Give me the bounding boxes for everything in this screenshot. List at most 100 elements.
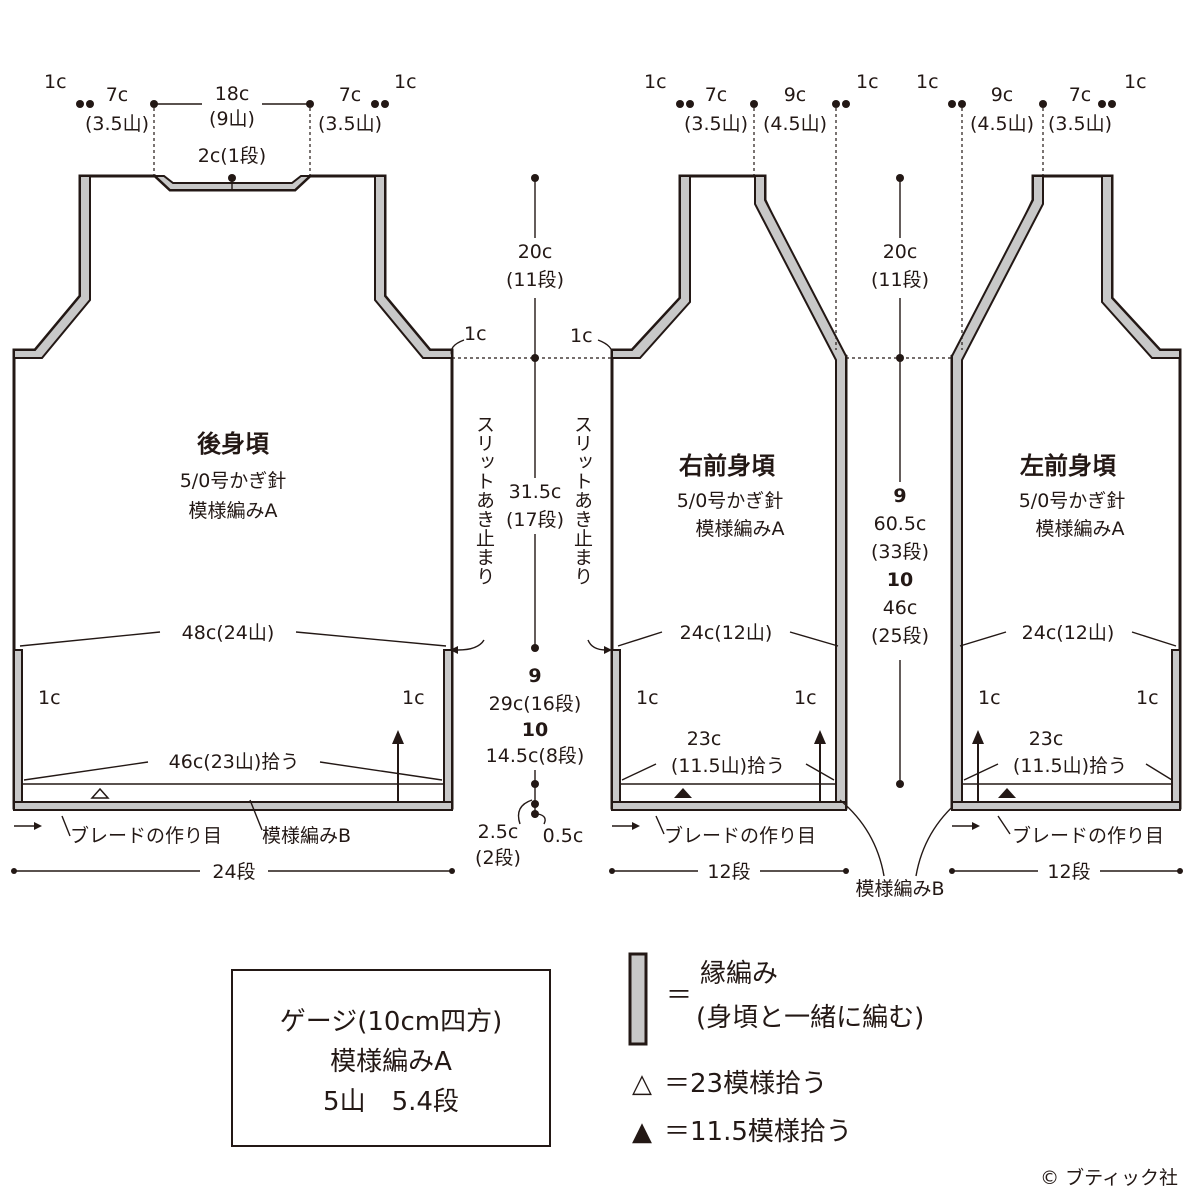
- front-pattern-b-leader-right: [915, 799, 961, 877]
- back-pickup-line-right: [319, 761, 443, 781]
- front-pattern-b: 模様編みB: [855, 878, 944, 900]
- right-front-panel: 右前身頃 5/0号かぎ針 模様編みA 24c(12山) 1c 1c 23c (1…: [570, 71, 879, 883]
- right-front-start-arrow-head: [632, 822, 640, 830]
- back-rows-dot-left: [11, 868, 17, 874]
- left-front-right-side-band: [1171, 649, 1181, 803]
- back-dot-1: [76, 100, 84, 108]
- back-braid-leader: [61, 815, 71, 837]
- right-front-braid-leader: [655, 815, 665, 835]
- lf-dot-4: [1098, 100, 1106, 108]
- center-dot-hem: [531, 780, 539, 788]
- front-dot-hem: [896, 780, 904, 788]
- left-front-rows-dot-left: [949, 868, 955, 874]
- right-front-pickup: (11.5山)拾う: [671, 755, 785, 777]
- center-dot-slit: [531, 644, 539, 652]
- center-dimensions: 20c (11段) 31.5c (17段) スリットあき止まり スリットあき止ま…: [450, 174, 612, 869]
- right-front-left-side-band: [611, 649, 621, 803]
- left-front-side-left: 1c: [978, 687, 1001, 709]
- legend-band-eq: ＝: [666, 981, 692, 1011]
- left-front-arrow-head: [972, 730, 984, 744]
- back-shoulder-right-edge: 1c: [394, 71, 417, 93]
- front-h9: 60.5c: [874, 513, 927, 535]
- left-front-braid-leader: [997, 815, 1011, 835]
- left-front-rows: 12段: [1047, 861, 1090, 883]
- back-dot-5: [371, 100, 379, 108]
- back-pattern-b: 模様編みB: [262, 825, 351, 847]
- center-slit-right-leader: [587, 639, 607, 651]
- right-front-shoulder-width: 7c: [705, 84, 728, 106]
- back-start-arrow-head: [34, 822, 42, 830]
- back-shoulder-left-edge: 1c: [44, 71, 67, 93]
- left-front-pickup: (11.5山)拾う: [1013, 755, 1127, 777]
- back-pattern: 模様編みA: [189, 500, 278, 522]
- left-front-title: 左前身頃: [1020, 452, 1117, 480]
- gauge-line1: ゲージ(10cm四方): [280, 1007, 502, 1037]
- back-shoulder-right-rows: (3.5山): [318, 113, 382, 135]
- right-front-width-line-left: [617, 631, 663, 647]
- gauge-box: ゲージ(10cm四方) 模様編みA 5山 5.4段: [231, 969, 551, 1147]
- back-arrow-head: [392, 730, 404, 744]
- front-pattern-b-leader-left: [839, 799, 885, 877]
- back-pickup: 46c(23山)拾う: [169, 751, 300, 773]
- left-front-braid: ブレードの作り目: [1012, 824, 1164, 847]
- left-front-shoulder-width: 7c: [1069, 84, 1092, 106]
- left-front-shoulder-edge: 1c: [1124, 71, 1147, 93]
- legend-hollow-label: ＝23模様拾う: [664, 1069, 827, 1099]
- left-front-width-line-left: [959, 631, 1007, 647]
- left-front-pickup-width: 23c: [1029, 728, 1064, 750]
- center-slit-left-leader: [457, 639, 485, 651]
- right-front-neck-edge: 1c: [856, 71, 879, 93]
- left-front-side-right: 1c: [1136, 687, 1159, 709]
- legend-solid-label: ＝11.5模様拾う: [664, 1117, 852, 1147]
- center-size10: 10: [522, 719, 548, 741]
- center-h10: 14.5c(8段): [486, 745, 585, 767]
- center-body-h: 31.5c: [509, 481, 562, 503]
- back-hem-band: [13, 801, 453, 811]
- center-bottom-leader: [517, 799, 533, 825]
- front-dot-armhole: [896, 354, 904, 362]
- rf-dot-3: [750, 100, 758, 108]
- right-front-armhole-mark: 1c: [570, 325, 593, 347]
- back-side-right: 1c: [402, 687, 425, 709]
- right-front-neck-width: 9c: [784, 84, 807, 106]
- left-front-panel: 左前身頃 5/0号かぎ針 模様編みA 24c(12山) 1c 1c 23c (1…: [916, 71, 1183, 883]
- center-slit-left-arrow: [450, 646, 458, 654]
- center-bottom-rows: (2段): [475, 847, 521, 869]
- front-body-label-bg: [858, 482, 942, 660]
- right-front-width-line-right: [789, 631, 839, 647]
- back-panel: 後身頃 5/0号かぎ針 模様編みA 48c(24山) 1c 1c 46c(23山…: [11, 71, 487, 883]
- gauge-line2: 模様編みA: [330, 1047, 452, 1077]
- back-side-left: 1c: [38, 687, 61, 709]
- front-rows10: (25段): [871, 625, 929, 647]
- legend-band-swatch: [628, 952, 648, 1046]
- rf-dot-5: [842, 100, 850, 108]
- right-front-pattern: 模様編みA: [696, 518, 785, 540]
- center-dot-armhole: [531, 354, 539, 362]
- left-front-neck-edge: 1c: [916, 71, 939, 93]
- front-h10: 46c: [883, 597, 918, 619]
- back-neck-depth: 2c(1段): [198, 145, 266, 167]
- lf-dot-1: [948, 100, 956, 108]
- back-armhole-mark: 1c: [464, 323, 487, 345]
- right-front-shoulder-rows: (3.5山): [684, 113, 748, 135]
- back-left-shoulder-band: [13, 175, 91, 359]
- left-front-start-arrow-head: [972, 822, 980, 830]
- back-hollow-triangle-icon: [90, 787, 110, 799]
- left-front-neck-rows: (4.5山): [970, 113, 1034, 135]
- back-shoulder-left-width: 7c: [106, 84, 129, 106]
- center-bottom-edge: 0.5c: [543, 825, 584, 847]
- legend-hollow-triangle-icon: △: [632, 1069, 652, 1099]
- back-width: 48c(24山): [182, 622, 275, 644]
- left-front-neck-width: 9c: [991, 84, 1014, 106]
- center-bottom-h: 2.5c: [478, 821, 519, 843]
- right-front-side-left: 1c: [636, 687, 659, 709]
- gauge-line3: 5山 5.4段: [323, 1087, 459, 1117]
- left-front-width: 24c(12山): [1022, 622, 1115, 644]
- right-front-pickup-line-left: [621, 763, 657, 781]
- back-pickup-line-left: [23, 761, 149, 781]
- back-dot-6: [381, 100, 389, 108]
- legend: ＝ 縁編み (身頃と一緒に編む) △ ＝23模様拾う ▲ ＝11.5模様拾う: [628, 952, 924, 1147]
- center-h9: 29c(16段): [489, 693, 582, 715]
- copyright: © ブティック社: [1040, 1166, 1178, 1189]
- right-front-rows-dot-left: [609, 868, 615, 874]
